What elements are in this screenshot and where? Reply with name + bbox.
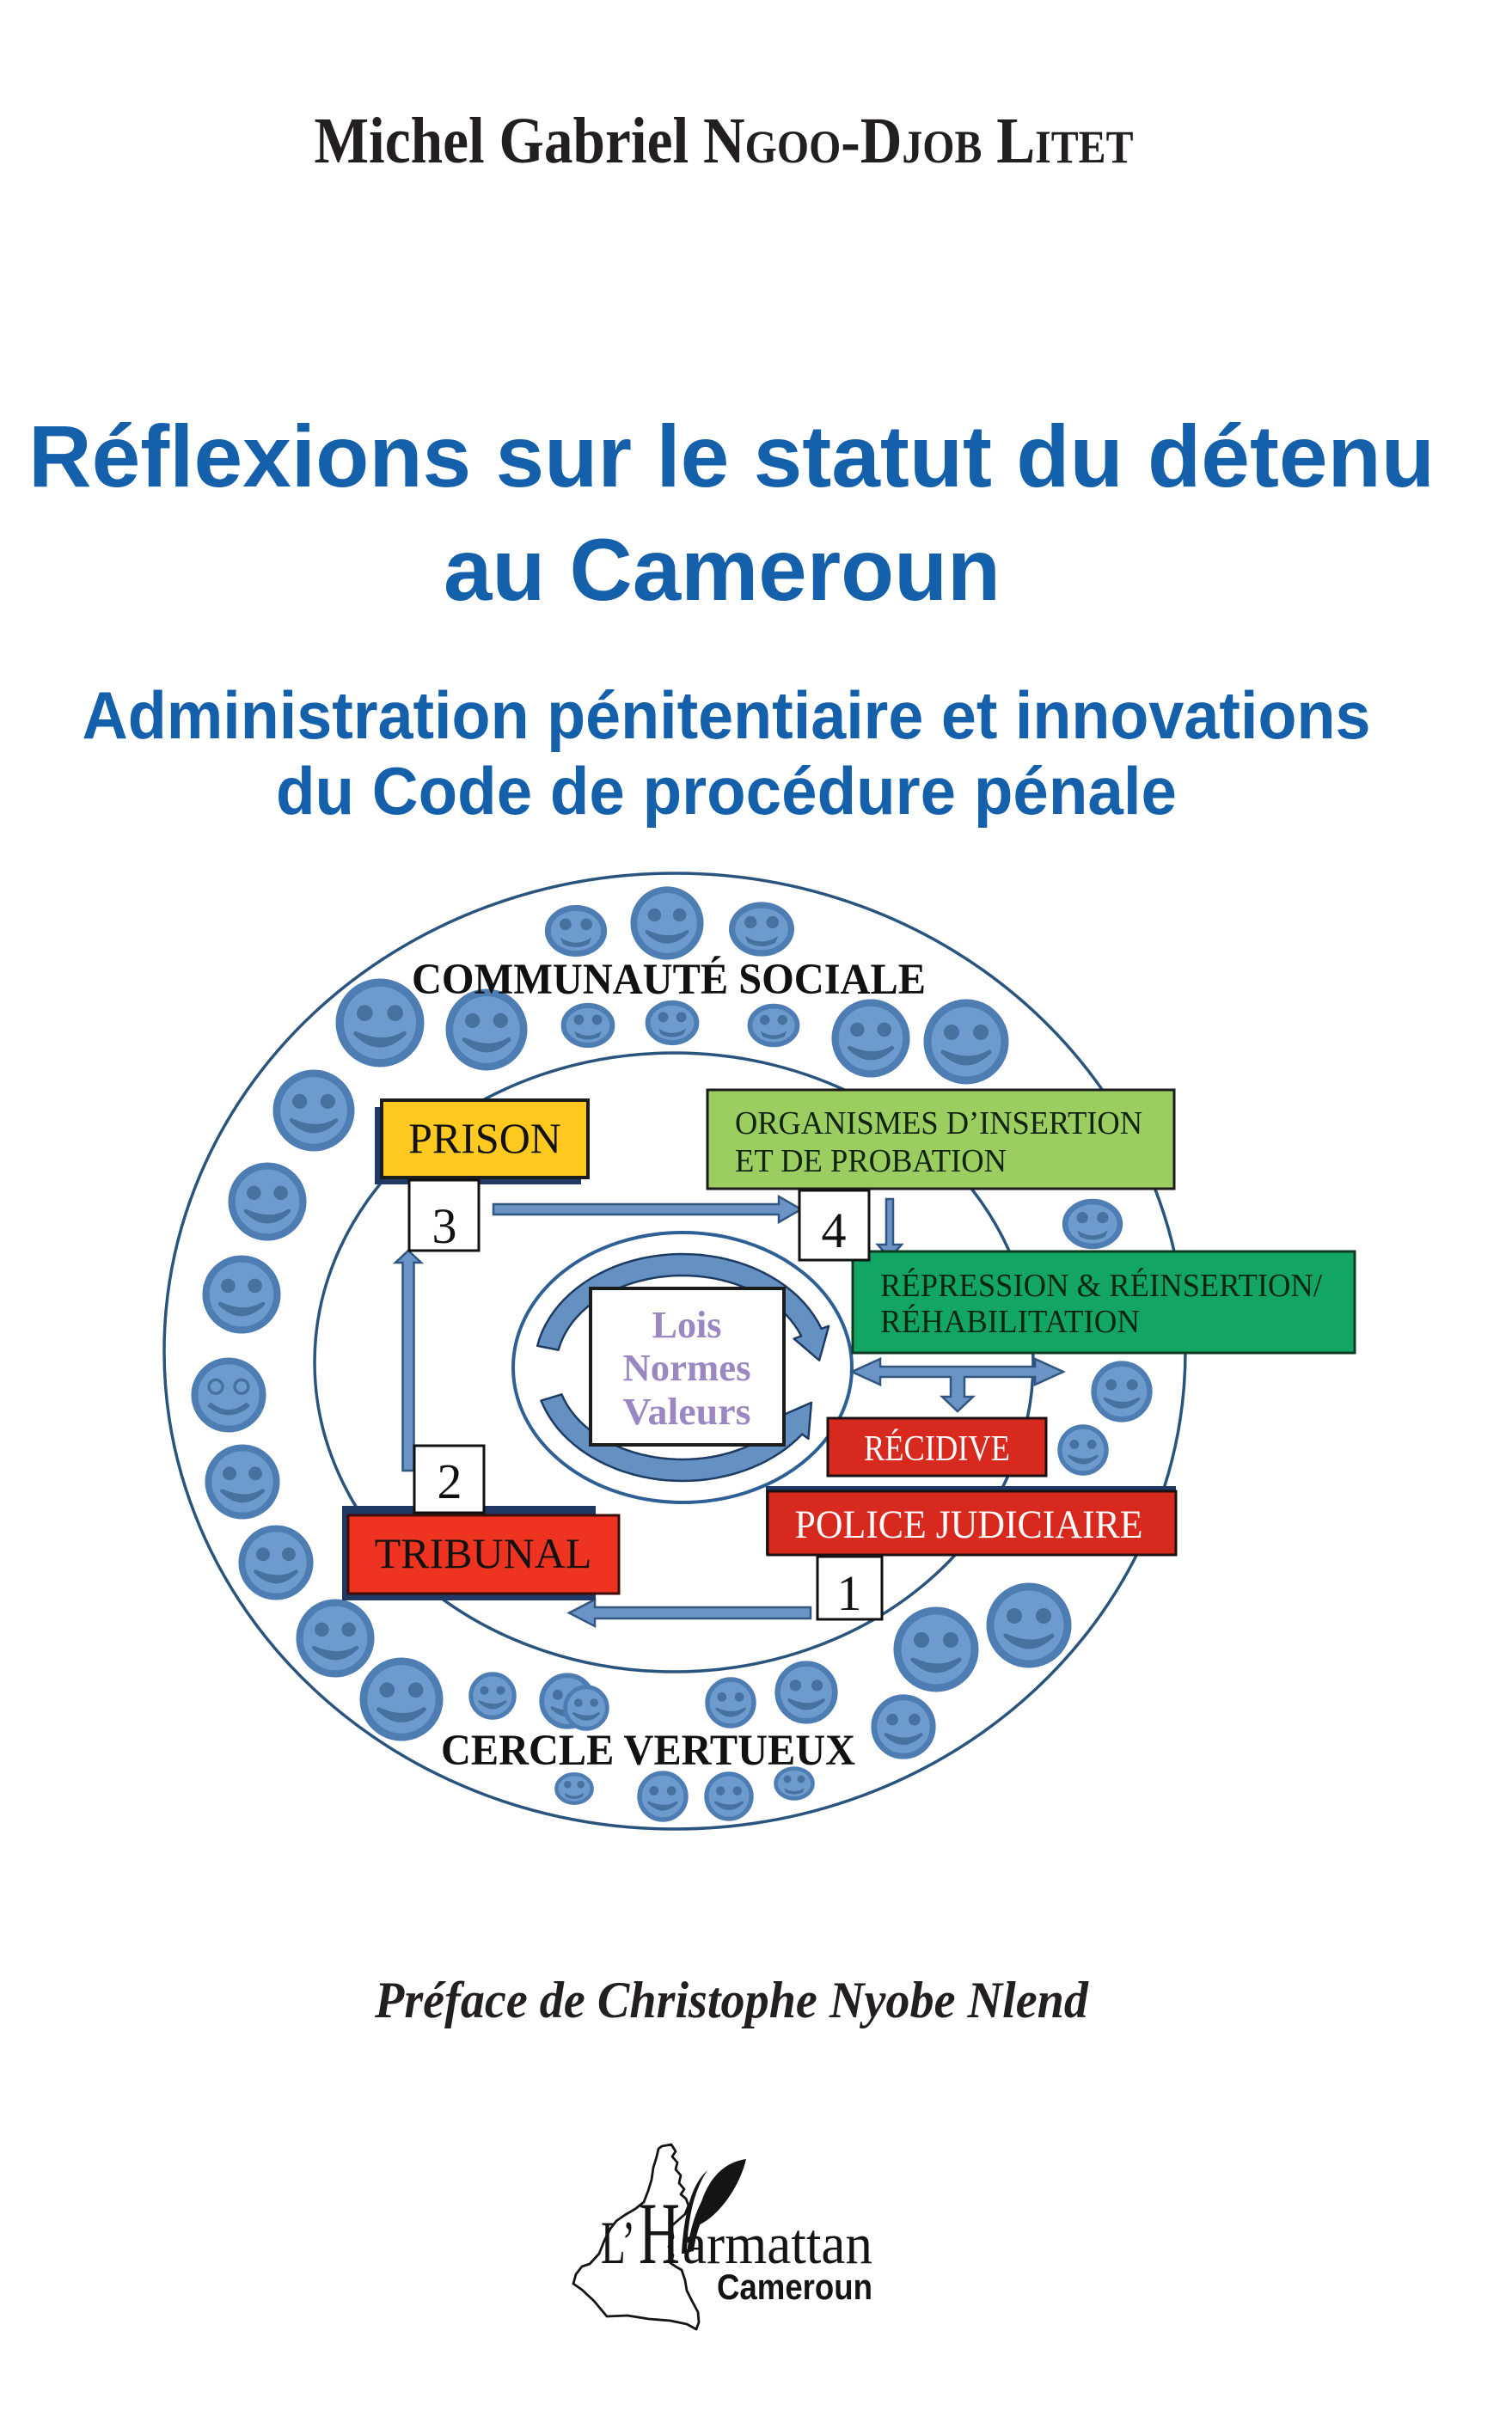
svg-text:TRIBUNAL: TRIBUNAL <box>375 1529 592 1577</box>
svg-text:2: 2 <box>438 1453 462 1509</box>
svg-text:COMMUNAUTÉ SOCIALE: COMMUNAUTÉ SOCIALE <box>412 956 926 1004</box>
svg-text:PRISON: PRISON <box>408 1114 561 1162</box>
svg-text:Lois: Lois <box>652 1304 722 1346</box>
svg-text:Administration pénitentiaire e: Administration pénitentiaire et innovati… <box>83 677 1371 753</box>
svg-text:3: 3 <box>432 1198 457 1254</box>
svg-text:ORGANISMES D’INSERTION: ORGANISMES D’INSERTION <box>735 1105 1142 1141</box>
svg-text:ET DE PROBATION: ET DE PROBATION <box>735 1143 1007 1179</box>
svg-text:du Code de procédure pénale: du Code de procédure pénale <box>276 753 1177 829</box>
svg-text:Préface de Christophe Nyobe Nl: Préface de Christophe Nyobe Nlend <box>374 1972 1089 2028</box>
svg-text:L’: L’ <box>601 2210 635 2277</box>
svg-text:POLICE JUDICIAIRE: POLICE JUDICIAIRE <box>795 1502 1143 1547</box>
svg-text:armattan: armattan <box>683 2212 872 2276</box>
svg-text:Valeurs: Valeurs <box>623 1391 751 1433</box>
svg-text:Cameroun: Cameroun <box>717 2267 872 2307</box>
svg-text:au Cameroun: au Cameroun <box>444 521 1001 619</box>
svg-text:RÉCIDIVE: RÉCIDIVE <box>864 1429 1010 1469</box>
svg-text:1: 1 <box>837 1565 862 1621</box>
svg-text:RÉPRESSION & RÉINSERTION/: RÉPRESSION & RÉINSERTION/ <box>880 1268 1322 1304</box>
svg-text:H: H <box>639 2185 680 2283</box>
svg-text:CERCLE VERTUEUX: CERCLE VERTUEUX <box>441 1727 855 1775</box>
svg-text:Réflexions sur le statut du dé: Réflexions sur le statut du détenu <box>28 407 1435 505</box>
svg-text:Normes: Normes <box>623 1347 751 1389</box>
svg-text:RÉHABILITATION: RÉHABILITATION <box>880 1304 1140 1340</box>
svg-text:Michel Gabriel NGOO-DJOB LITET: Michel Gabriel NGOO-DJOB LITET <box>315 105 1134 177</box>
svg-text:4: 4 <box>822 1202 847 1258</box>
